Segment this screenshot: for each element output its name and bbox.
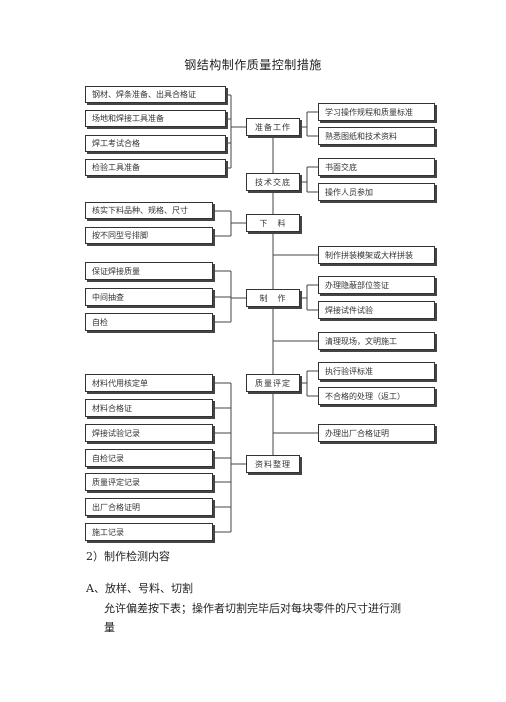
right-box-clean-site: 清理现场，文明施工 [318,332,435,350]
center-box-prep: 准备工作 [246,118,300,136]
left-box-site-tools: 场地和焊接工具准备 [85,110,226,127]
paragraph-line-2: 量 [104,621,115,634]
right-box-factory-cert: 办理出厂合格证明 [318,424,435,442]
section-heading: 2）制作检测内容 [86,550,170,563]
left-box-construction-record: 施工记录 [85,523,213,541]
left-box-weld-quality: 保证焊接质量 [85,262,213,280]
left-box-factory-cert: 出厂合格证明 [85,498,213,516]
center-box-quality-eval: 质量评定 [246,374,300,392]
left-box-inspection-tools: 检验工具准备 [85,159,226,176]
left-box-materials: 钢材、焊条准备、出具合格证 [85,86,226,103]
left-box-weld-test-record: 焊接试验记录 [85,424,213,442]
center-box-cutting: 下 料 [246,214,300,232]
subsection-heading: A、放样、号料、切割 [86,582,193,595]
center-box-tech-briefing: 技术交底 [246,173,300,191]
right-box-rework: 不合格的处理（返工） [318,387,435,405]
right-box-assembly-mold: 制作拼装模架或大样拼装 [318,246,435,264]
left-box-self-check-record: 自检记录 [85,449,213,467]
center-box-fabrication: 制 作 [246,289,300,307]
left-box-substitution-sheet: 材料代用核定单 [85,374,213,392]
right-box-concealed-visa: 办理隐蔽部位签证 [318,276,435,294]
left-box-quality-record: 质量评定记录 [85,473,213,491]
right-box-written-briefing: 书面交底 [318,158,435,176]
left-box-self-check: 自检 [85,313,213,331]
left-box-sort-types: 按不同型号排脚 [85,227,213,244]
paragraph-line-1: 允许偏差按下表；操作者切割完毕后对每块零件的尺寸进行测 [104,602,401,615]
right-box-weld-specimen: 焊接试件试验 [318,301,435,319]
left-box-welder-exam: 焊工考试合格 [85,135,226,152]
right-box-study-drawings: 熟悉图纸和技术资料 [318,127,435,145]
left-box-verify-cutting: 核实下料品种、规格、尺寸 [85,202,213,219]
right-box-study-rules: 学习操作规程和质量标准 [318,103,435,121]
left-box-material-cert: 材料合格证 [85,399,213,417]
right-box-eval-standard: 执行验评标准 [318,362,435,380]
document-title: 钢结构制作质量控制措施 [184,58,322,72]
right-box-operators-attend: 操作人员参加 [318,183,435,201]
center-box-documentation: 资料整理 [246,455,300,473]
left-box-spot-check: 中间抽查 [85,288,213,306]
